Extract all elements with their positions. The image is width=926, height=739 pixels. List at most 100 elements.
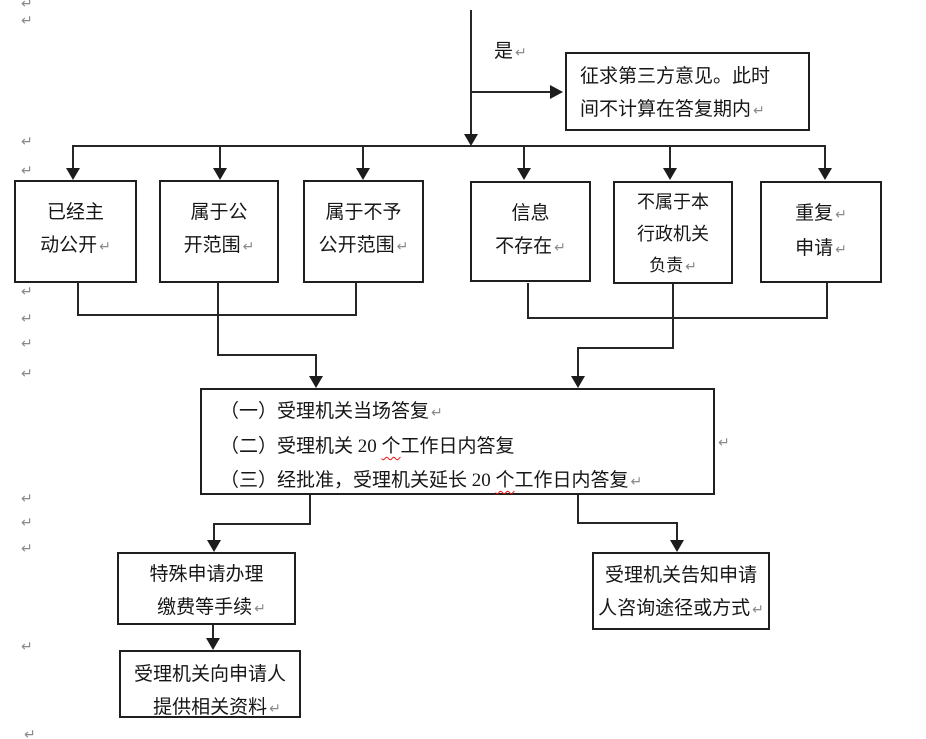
box-text: 提供相关资料 <box>153 697 268 718</box>
connector-line <box>315 354 317 378</box>
box-text: 受理机关向申请人 <box>133 664 286 685</box>
connector-line <box>213 523 311 525</box>
paragraph-mark: ↵ <box>21 491 33 507</box>
yes-text: 是 <box>494 41 514 62</box>
connector-line <box>355 282 357 316</box>
paragraph-mark: ↵ <box>21 163 33 179</box>
box-text: 负责 <box>649 256 684 275</box>
box-text: 工作日内答复 <box>400 436 515 457</box>
provide-materials-box: 受理机关向申请人 提供相关资料↵ <box>119 650 301 718</box>
branch-box-not-open-scope: 属于不予 公开范围↵ <box>303 180 424 283</box>
box-text: 不属于本 <box>637 192 709 212</box>
paragraph-mark: ↵ <box>835 207 847 223</box>
connector-line <box>577 522 678 524</box>
box-text: 动公开 <box>40 235 98 256</box>
paragraph-mark: ↵ <box>21 541 33 557</box>
box-text: 公开范围 <box>318 235 395 256</box>
arrow-down-icon <box>464 134 478 146</box>
arrow-down-icon <box>517 168 531 180</box>
arrow-down-icon <box>663 168 677 180</box>
connector-line <box>212 625 214 639</box>
paragraph-mark: ↵ <box>21 639 33 655</box>
connector-line <box>362 147 364 169</box>
connector-line <box>527 283 529 319</box>
box-text: 缴费等手续 <box>157 597 253 618</box>
box-text: 间不计算在答复期内 <box>580 99 752 120</box>
connector-line <box>824 147 826 169</box>
paragraph-mark: ↵ <box>242 239 255 255</box>
box-text: （二）受理机关 20 <box>220 436 382 457</box>
paragraph-mark: ↵ <box>99 239 111 255</box>
paragraph-mark: ↵ <box>21 336 33 352</box>
box-text: 工作日内答复 <box>514 470 629 491</box>
spellcheck-word: 个 <box>495 470 515 491</box>
arrow-down-icon <box>66 168 80 180</box>
box-text: 信息 <box>511 203 550 224</box>
connector-line <box>577 347 579 378</box>
connector-line <box>217 354 317 356</box>
paragraph-mark: ↵ <box>21 284 33 300</box>
connector-line <box>672 284 674 349</box>
arrow-down-icon <box>571 376 585 388</box>
spellcheck-word: 个 <box>381 436 401 457</box>
connector-line <box>826 283 828 319</box>
box-text: 人咨询途径或方式 <box>598 598 751 619</box>
branch-box-repeat-application: 重复↵ 申请↵ <box>760 181 882 283</box>
connector-line <box>217 282 219 356</box>
box-text: （一）受理机关当场答复 <box>220 401 430 422</box>
paragraph-mark: ↵ <box>685 259 697 275</box>
paragraph-mark: ↵ <box>753 103 765 119</box>
paragraph-mark: ↵ <box>24 727 36 739</box>
connector-line <box>72 145 826 147</box>
connector-line <box>577 495 579 524</box>
branch-box-not-this-agency: 不属于本 行政机关 负责↵ <box>613 181 733 284</box>
arrow-down-icon <box>670 540 684 552</box>
arrow-down-icon <box>818 168 832 180</box>
box-text: 征求第三方意见。此时 <box>580 66 771 87</box>
box-text: 重复 <box>795 203 834 224</box>
paragraph-mark: ↵ <box>835 242 847 258</box>
arrow-down-icon <box>206 638 220 650</box>
box-text: 受理机关告知申请 <box>604 565 757 586</box>
paragraph-mark: ↵ <box>21 134 33 150</box>
paragraph-mark: ↵ <box>21 13 33 29</box>
paragraph-mark: ↵ <box>396 239 409 255</box>
paragraph-mark: ↵ <box>554 240 566 256</box>
connector-line <box>470 10 472 134</box>
box-text: 开范围 <box>183 235 241 256</box>
arrow-down-icon <box>309 376 323 388</box>
connector-line <box>523 147 525 169</box>
connector-line <box>219 147 221 169</box>
inform-consult-box: 受理机关告知申请 人咨询途径或方式↵ <box>592 552 770 630</box>
branch-box-within-open-scope: 属于公 开范围↵ <box>159 180 279 283</box>
connector-line <box>72 147 74 169</box>
box-text: （三）经批准，受理机关延长 20 <box>220 470 496 491</box>
box-text: 已经主 <box>46 202 104 223</box>
paragraph-mark: ↵ <box>21 366 33 382</box>
third-party-opinion-box: 征求第三方意见。此时 间不计算在答复期内↵ <box>565 52 810 131</box>
arrow-right-icon <box>550 85 563 99</box>
connector-line <box>472 91 550 93</box>
connector-line <box>577 347 674 349</box>
box-text: 特殊申请办理 <box>149 564 264 585</box>
connector-line <box>669 147 671 169</box>
paragraph-mark: ↵ <box>21 0 33 12</box>
connector-line <box>213 523 215 542</box>
paragraph-mark: ↵ <box>21 515 33 531</box>
paragraph-mark: ↵ <box>630 474 643 490</box>
paragraph-mark: ↵ <box>21 311 33 327</box>
connector-line <box>676 522 678 542</box>
special-procedures-box: 特殊申请办理 缴费等手续↵ <box>117 552 296 625</box>
connector-line <box>77 282 79 316</box>
branch-box-already-disclosed: 已经主 动公开↵ <box>14 180 137 283</box>
box-text: 行政机关 <box>637 224 709 244</box>
yes-label: 是↵ <box>494 36 527 63</box>
paragraph-mark: ↵ <box>718 435 730 451</box>
box-text: 不存在 <box>495 236 553 257</box>
paragraph-mark: ↵ <box>752 602 764 618</box>
arrow-down-icon <box>207 540 221 552</box>
arrow-down-icon <box>213 168 227 180</box>
box-text: 申请 <box>795 238 834 259</box>
branch-box-info-not-exist: 信息 不存在↵ <box>470 181 591 282</box>
